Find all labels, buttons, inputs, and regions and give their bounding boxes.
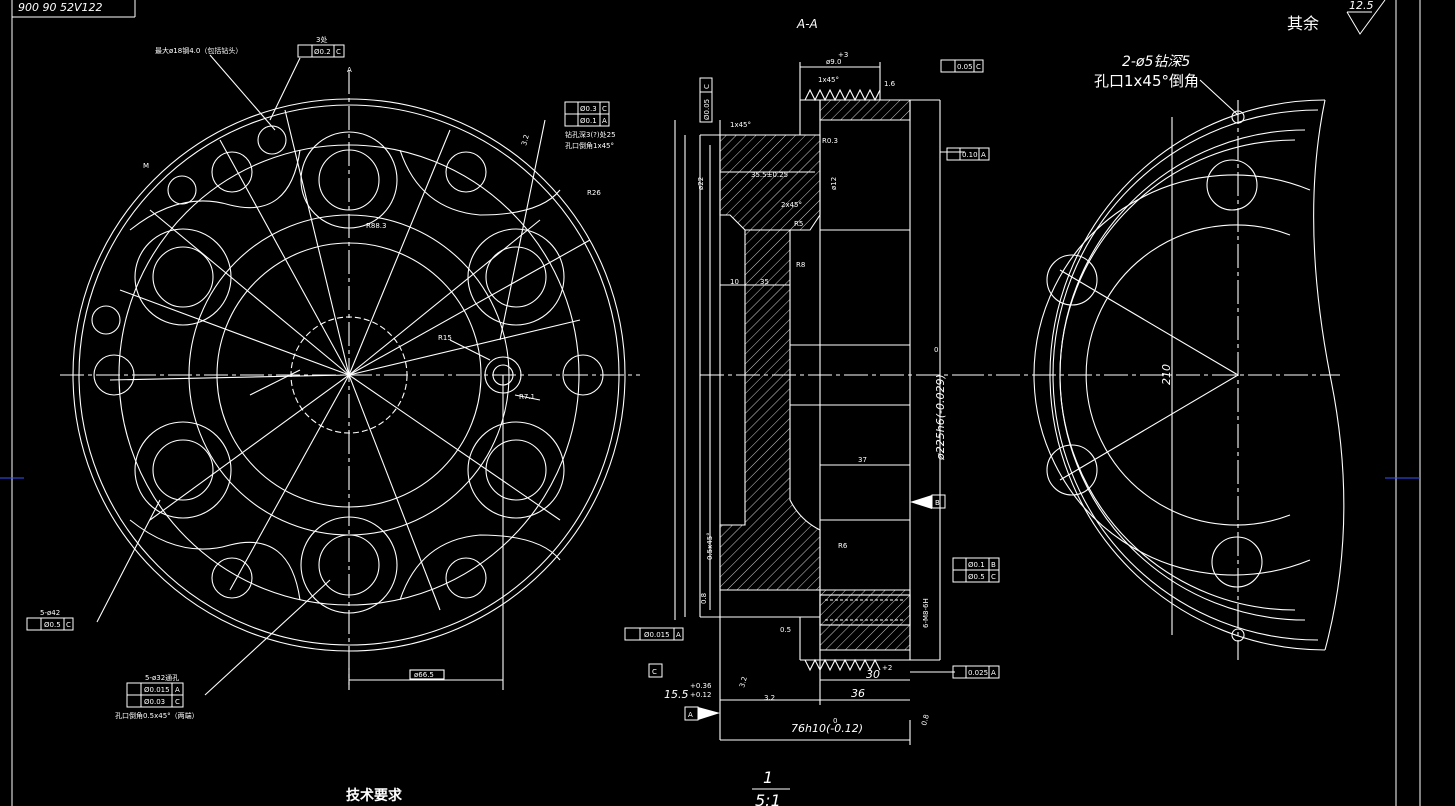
left-dim-bottom: ø66.5 (414, 671, 434, 679)
scale-denominator: 5:1 (755, 791, 781, 806)
sec-gdt-right-bottom-value: 0.025 (968, 669, 988, 677)
left-gdt-bottom-datum2: C (175, 698, 180, 706)
sec-dim-32b: 3.2 (738, 676, 749, 689)
right-view (960, 79, 1345, 660)
sec-dim-76: 76h10(-0.12) (791, 722, 863, 735)
left-note-drill: 钻孔深3(?)处25 (565, 130, 616, 139)
right-note-drill: 2-ø5钻深5 (1122, 54, 1190, 70)
sec-dim-32: 3.2 (520, 134, 531, 147)
sec-dim-36: 36 (851, 687, 865, 700)
sec-dim-22: ø22 (697, 177, 705, 190)
sec-dim-diameter: ø225h6(-0.029) (934, 374, 947, 461)
sec-dim-30: 30 (866, 668, 880, 681)
sec-gdt-right-top-value: 0.10 (962, 151, 978, 159)
left-dim-r26: R26 (587, 189, 601, 197)
datum-a-triangle (698, 707, 720, 720)
left-note-chamfer-bottom: 孔口倒角0.5x45°（两端） (115, 711, 199, 720)
right-dim-210: 210 (1160, 364, 1173, 385)
surface-roughness-value: 12.5 (1349, 0, 1374, 12)
sec-datum-a: A (688, 711, 693, 719)
left-gdt-frames (26, 44, 610, 708)
sec-datum-b: B (935, 499, 940, 507)
sec-gdt-right-mid-value2: Ø0.5 (968, 573, 985, 581)
sec-dim-30-tol: +2 (882, 664, 892, 672)
section-label: A-A (796, 17, 818, 31)
sec-gdt-right-mid-value1: Ø0.1 (968, 561, 985, 569)
sec-dim-155-tol-up: +0.36 (690, 682, 712, 690)
left-label-a: A (347, 66, 352, 74)
sec-dim-35b: 35 (760, 278, 769, 286)
left-gdt-right-value1: Ø0.3 (580, 105, 597, 113)
sec-dim-chamfer1: 1x45° (818, 76, 839, 84)
sec-gdt-left-bottom-value: Ø0.015 (644, 631, 670, 639)
left-gdt-5phi42-note: 5-ø42 (40, 609, 60, 617)
section-view (674, 62, 965, 745)
sec-dim-top-tol: +3 (838, 51, 848, 59)
sec-gdt-right-bottom-datum: A (991, 669, 996, 677)
scale-numerator: 1 (763, 768, 773, 787)
sec-gdt-left-top-value: Ø0.05 (703, 99, 711, 120)
title-block-code: 900 90 52V122 (18, 1, 103, 14)
left-gdt-5phi42-datum: C (66, 621, 71, 629)
left-gdt-top-datum: C (336, 48, 341, 56)
sec-gdt-right-top-datum: A (981, 151, 986, 159)
sec-dim-chamfer3: 2x45° (781, 201, 802, 209)
sec-gdt-top-datum: C (976, 63, 981, 71)
sec-gdt-right-mid-datum1: B (991, 561, 996, 569)
left-gdt-top-value: Ø0.2 (314, 48, 331, 56)
left-dim-r88: R88.3 (366, 222, 386, 230)
left-dim-r71: R7.1 (519, 393, 535, 401)
sec-dim-r03: R0.3 (822, 137, 838, 145)
sec-gdt-right-mid-datum2: C (991, 573, 996, 581)
sec-dim-05b: 0.8 (920, 714, 931, 727)
tech-requirements-title: 技术要求 (346, 787, 403, 804)
surface-roughness-symbol (1346, 0, 1386, 35)
left-gdt-right-value2: Ø0.1 (580, 117, 597, 125)
left-gdt-bottom-value2: Ø0.03 (144, 698, 165, 706)
sec-dim-32c: 3.2 (764, 694, 775, 702)
left-gdt-5phi42-value: Ø0.5 (44, 621, 61, 629)
sec-dim-76-tol: 0 (833, 717, 837, 725)
left-view (60, 54, 640, 696)
sec-dim-12: ø12 (830, 177, 838, 190)
left-gdt-top-note: 3处 (316, 35, 327, 44)
sec-dim-thread: 6-M8-6H (922, 598, 930, 628)
sec-dim-chamfer-05: 0.5x45° (706, 532, 714, 560)
drawing-frame (0, 0, 1421, 806)
surface-other-label: 其余 (1287, 14, 1319, 33)
section-gdt-frames (624, 59, 1000, 721)
sec-gdt-top-value: 0.05 (957, 63, 973, 71)
sec-dim-225-tol: 0 (934, 346, 938, 354)
right-note-chamfer: 孔口1x45°倒角 (1094, 72, 1199, 90)
left-note-chamfer-right: 孔口倒角1x45° (565, 141, 614, 150)
sec-dim-r6: R6 (838, 542, 848, 550)
sec-dim-05: 0.5 (780, 626, 791, 634)
left-gdt-bottom-value1: Ø0.015 (144, 686, 170, 694)
sec-dim-35: 35.5±0.25 (751, 171, 788, 179)
left-gdt-right-datum1: C (602, 105, 607, 113)
left-gdt-right-datum2: A (602, 117, 607, 125)
sec-dim-37: 37 (858, 456, 867, 464)
sec-dim-16: 1.6 (884, 80, 896, 88)
sec-dim-08: 0.8 (700, 593, 708, 604)
sec-datum-c: C (652, 668, 657, 676)
left-note-max-hole: 最大ø18钢4.0（包括钻头） (155, 46, 242, 55)
sec-gdt-left-bottom-datum: A (676, 631, 681, 639)
sec-dim-top-width: ø9.0 (826, 58, 841, 66)
sec-dim-r8: R8 (796, 261, 805, 269)
datum-b-triangle (910, 495, 932, 509)
left-gdt-bottom-note: 5-ø32通孔 (145, 673, 179, 682)
sec-dim-155: 15.5 (664, 688, 689, 701)
left-label-m: M (143, 162, 149, 170)
sec-dim-155-tol-dn: +0.12 (690, 691, 711, 699)
sec-dim-10: 10 (730, 278, 739, 286)
sec-dim-r5: R5 (794, 220, 803, 228)
sec-dim-chamfer2: 1x45° (730, 121, 751, 129)
left-dim-r15: R15 (438, 334, 452, 342)
sec-gdt-left-top-datum: C (703, 84, 711, 89)
left-gdt-bottom-datum1: A (175, 686, 180, 694)
